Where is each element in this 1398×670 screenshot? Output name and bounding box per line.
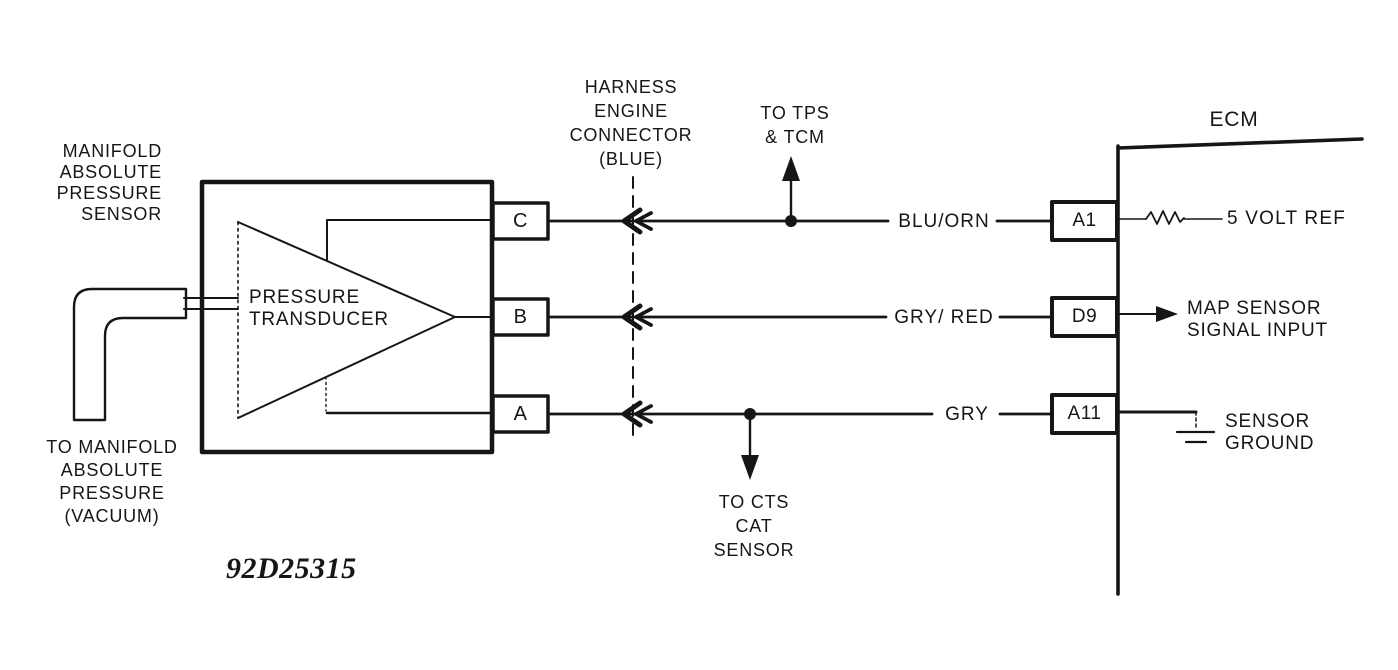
figure-number: 92D25315 — [226, 552, 357, 585]
internal-wire-c — [326, 219, 494, 261]
sensor-pin-a: A — [513, 402, 528, 425]
tps-tcm-label: TO TPS & TCM — [760, 103, 830, 147]
harness-connector-label: HARNESS ENGINE CONNECTOR (BLUE) — [569, 77, 693, 169]
tps-branch-arrow-icon — [782, 156, 800, 227]
vacuum-source-label: TO MANIFOLD ABSOLUTE PRESSURE (VACUUM) — [46, 437, 178, 526]
pressure-transducer-label: PRESSURE TRANSDUCER — [249, 287, 389, 330]
vacuum-hose — [72, 287, 188, 422]
ecm-boundary — [1116, 137, 1364, 596]
map-signal-input-label: MAP SENSOR SIGNAL INPUT — [1187, 298, 1328, 341]
connector-chevron-icon-c — [621, 207, 653, 235]
ecm-pin-a1: A1 — [1072, 210, 1097, 231]
map-signal-arrow-icon — [1117, 306, 1178, 322]
sensor-pin-c: C — [513, 209, 528, 232]
wire-color-label-gry: GRY — [945, 404, 989, 425]
cts-branch-arrow-icon — [741, 408, 759, 480]
pressure-transducer-triangle — [237, 221, 456, 419]
resistor-icon — [1117, 210, 1223, 225]
wire-color-label-gry-red: GRY/ RED — [894, 307, 994, 328]
connector-chevron-icon-b — [621, 303, 653, 331]
five-volt-ref-label: 5 VOLT REF — [1227, 208, 1346, 229]
ground-icon — [1115, 410, 1216, 444]
sensor-ground-label: SENSOR GROUND — [1225, 411, 1315, 454]
ecm-pin-d9: D9 — [1071, 306, 1098, 327]
ecm-pin-a11: A11 — [1067, 403, 1102, 424]
sensor-pin-b: B — [513, 305, 528, 328]
ecm-title: ECM — [1209, 108, 1259, 131]
map-sensor-title: MANIFOLD ABSOLUTE PRESSURE SENSOR — [56, 141, 162, 224]
connector-chevron-icon-a — [621, 400, 653, 428]
wire-color-label-blu-orn: BLU/ORN — [898, 211, 990, 232]
cts-cat-sensor-label: TO CTS CAT SENSOR — [713, 492, 795, 560]
